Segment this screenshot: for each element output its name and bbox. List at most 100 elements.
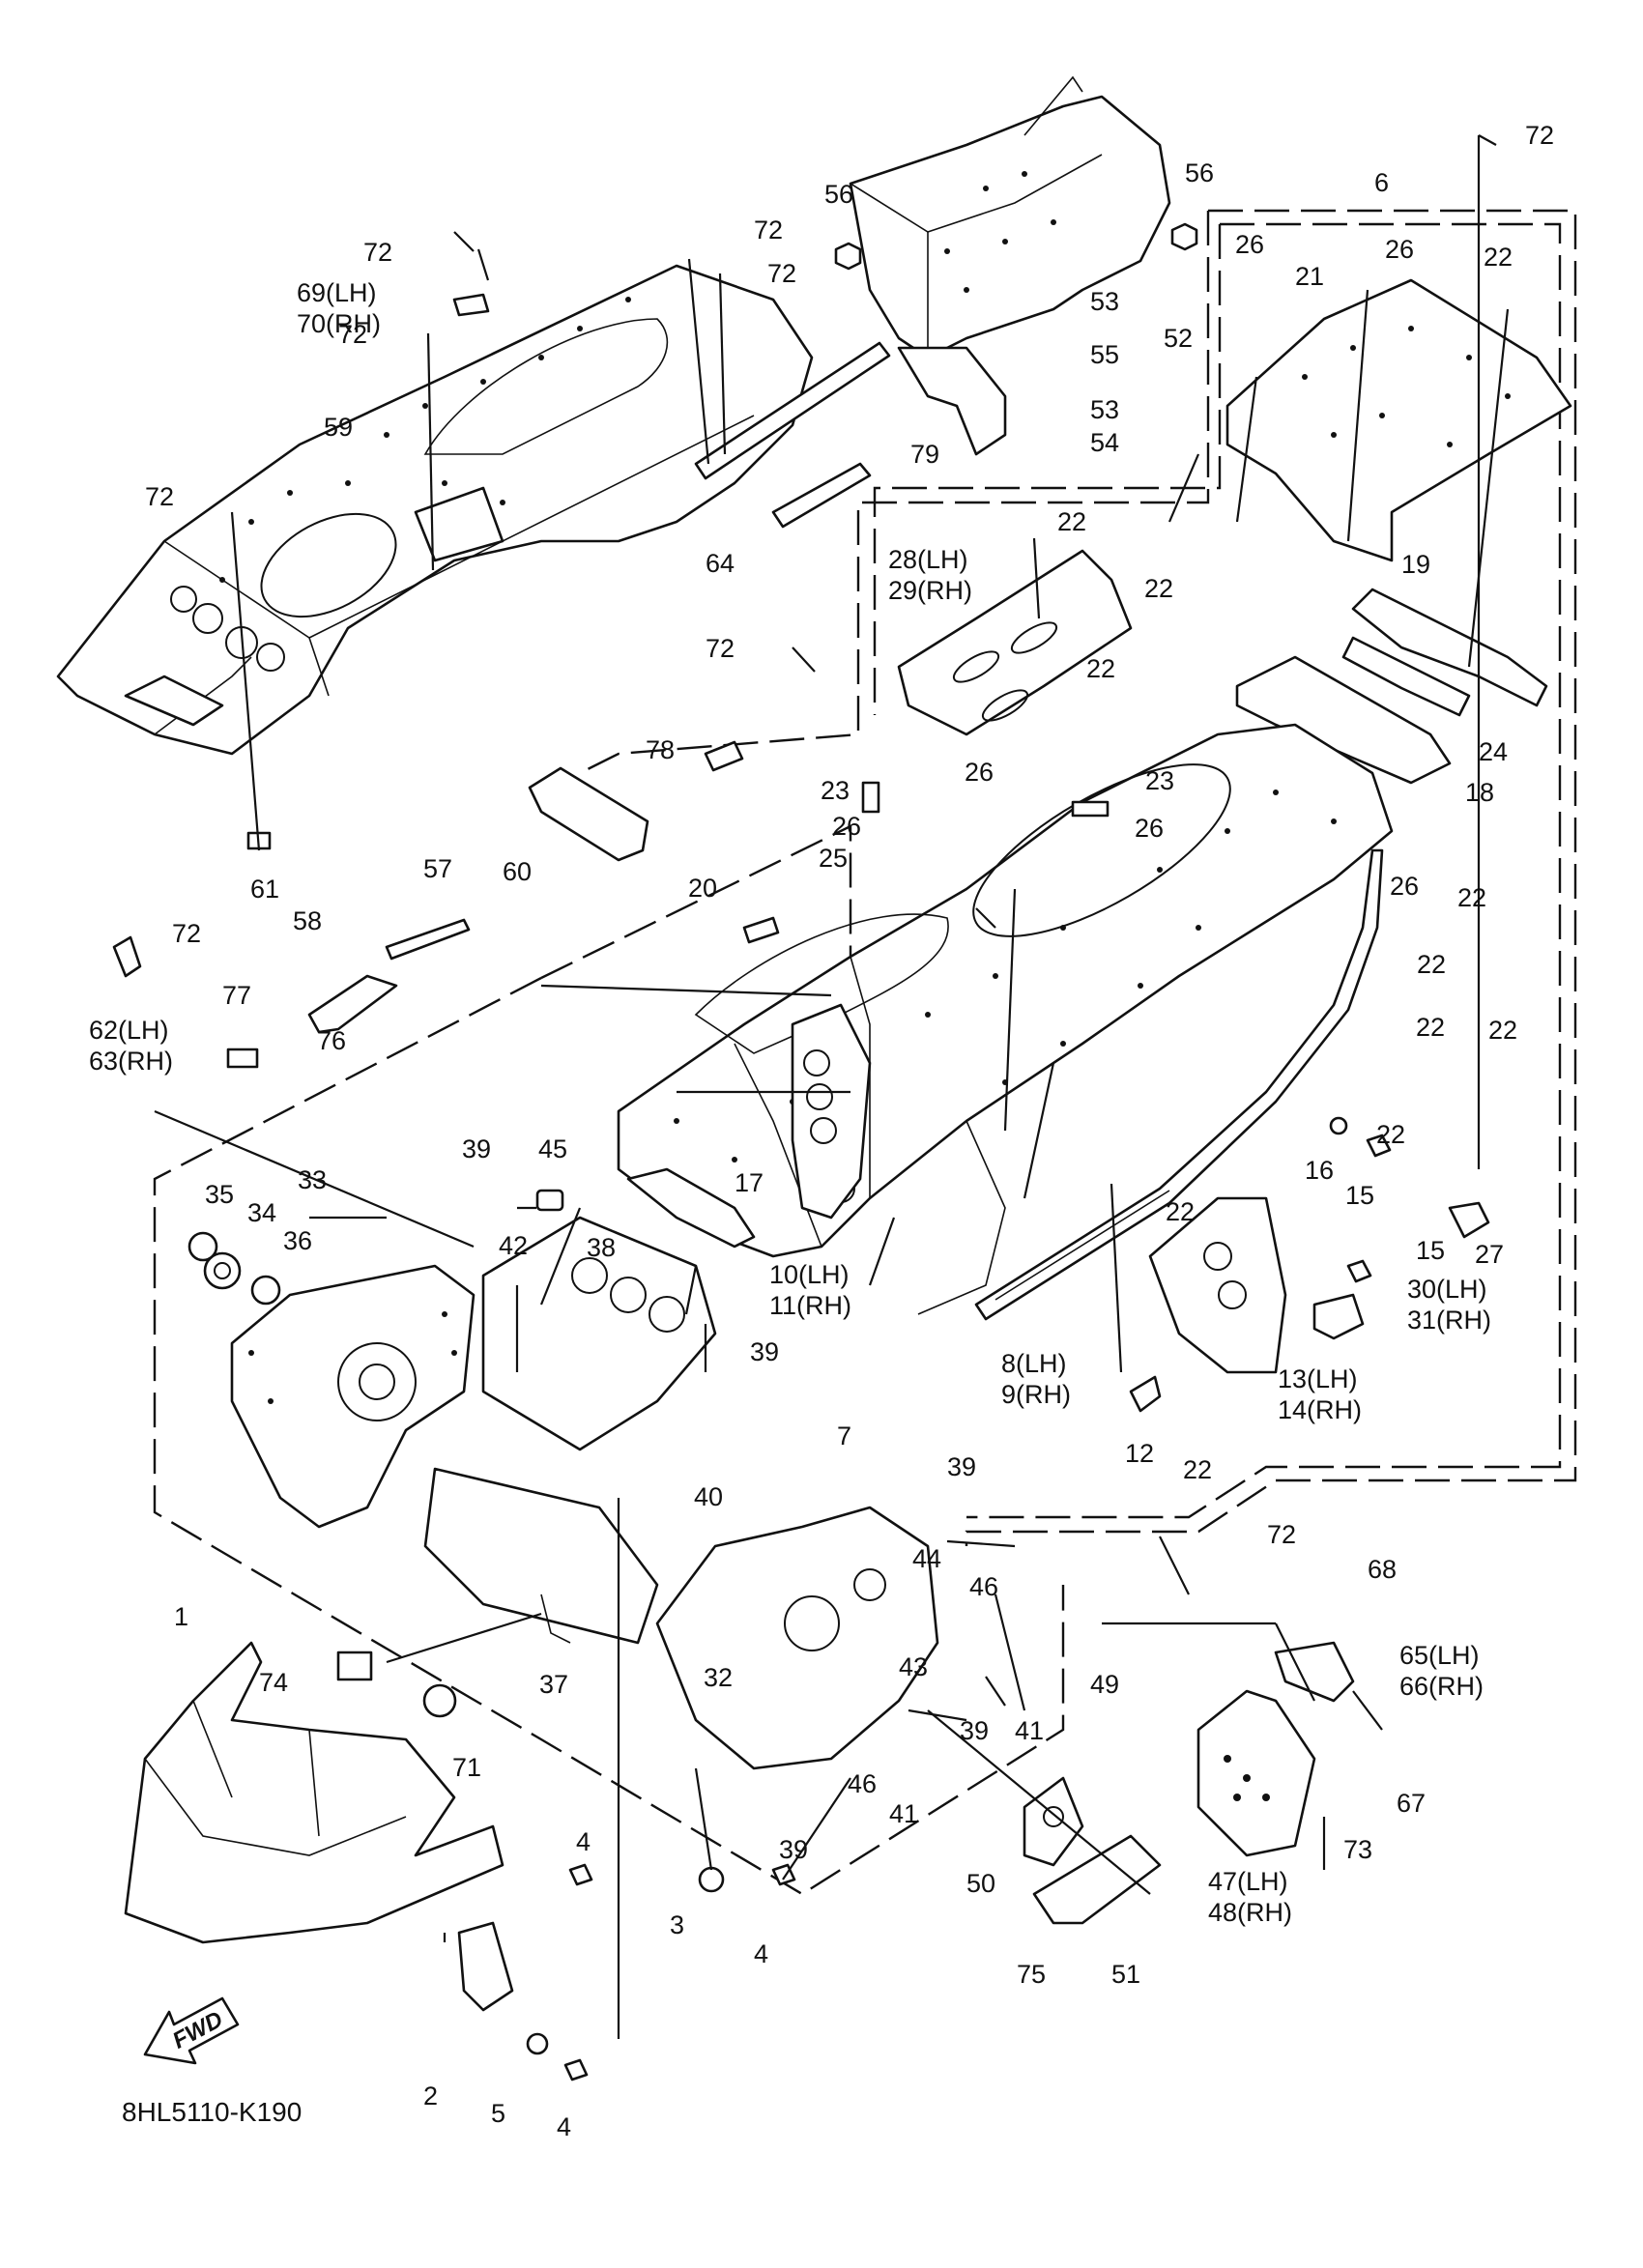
callout-4: 4 xyxy=(576,1827,591,1856)
callout-26: 26 xyxy=(1385,235,1414,264)
callout-40: 40 xyxy=(694,1482,723,1511)
callout-22: 22 xyxy=(1376,1120,1405,1149)
callout-32: 32 xyxy=(704,1663,733,1692)
callout-5: 5 xyxy=(491,2099,505,2128)
callout-72: 72 xyxy=(145,482,174,511)
leader-lines xyxy=(154,134,1510,2039)
callout-37: 37 xyxy=(539,1670,568,1699)
callout-4: 4 xyxy=(557,2112,571,2141)
group-outline-7 xyxy=(153,824,1065,1896)
callout-38: 38 xyxy=(587,1233,616,1262)
grommet-71 xyxy=(422,1683,457,1718)
callout-44: 44 xyxy=(912,1544,941,1573)
callout-59: 59 xyxy=(324,413,353,442)
callout-26: 26 xyxy=(965,758,994,787)
callout-48: 48(RH) xyxy=(1208,1898,1292,1927)
callout-27: 27 xyxy=(1475,1240,1504,1269)
callout-11: 11(RH) xyxy=(769,1291,851,1320)
callout-26: 26 xyxy=(1390,872,1419,901)
bracket-18 xyxy=(1235,655,1452,785)
bolt-15a xyxy=(1366,1134,1392,1158)
callout-22: 22 xyxy=(1086,654,1115,683)
callout-69: 69(LH) xyxy=(297,278,377,307)
callout-50: 50 xyxy=(966,1869,995,1898)
pad-45 xyxy=(535,1189,564,1212)
group-outline-6 xyxy=(579,209,1577,1546)
callout-21: 21 xyxy=(1295,262,1324,291)
callout-65: 65(LH) xyxy=(1399,1641,1480,1670)
bushing-3 xyxy=(698,1866,725,1893)
callout-26: 26 xyxy=(832,812,861,841)
nut-56-left xyxy=(834,242,862,271)
callout-10: 10(LH) xyxy=(769,1260,850,1289)
callout-6: 6 xyxy=(1374,168,1389,197)
washer-16 xyxy=(1329,1116,1348,1135)
decal-78 xyxy=(704,740,744,772)
callout-45: 45 xyxy=(538,1134,567,1163)
callout-8: 8(LH) xyxy=(1001,1349,1067,1378)
nut-56-right xyxy=(1170,222,1198,251)
bracket-59 xyxy=(414,486,504,562)
callout-3: 3 xyxy=(670,1910,684,1939)
callout-26: 26 xyxy=(1135,814,1164,843)
callout-15: 15 xyxy=(1416,1236,1445,1265)
callout-53: 53 xyxy=(1090,287,1119,316)
callout-41: 41 xyxy=(889,1799,918,1828)
callout-53: 53 xyxy=(1090,395,1119,424)
callout-73: 73 xyxy=(1343,1835,1372,1864)
callout-47: 47(LH) xyxy=(1208,1867,1288,1896)
bracket-30-31 xyxy=(1312,1293,1365,1340)
bracket-27 xyxy=(1448,1201,1490,1239)
callout-23: 23 xyxy=(1145,766,1174,795)
rear-flap-assembly xyxy=(849,75,1171,456)
callout-63: 63(RH) xyxy=(89,1047,173,1076)
callout-72: 72 xyxy=(363,238,392,267)
diagram-code: 8HL5110-K190 xyxy=(122,2097,302,2127)
callout-67: 67 xyxy=(1397,1789,1426,1818)
clip-20 xyxy=(742,916,780,944)
callout-22: 22 xyxy=(1183,1455,1212,1484)
callout-2: 2 xyxy=(423,2081,438,2110)
callout-39: 39 xyxy=(462,1134,491,1163)
rail-64 xyxy=(694,341,891,480)
callout-61: 61 xyxy=(250,875,279,904)
callout-66: 66(RH) xyxy=(1399,1672,1484,1701)
callout-15: 15 xyxy=(1345,1181,1374,1210)
callout-1: 1 xyxy=(174,1602,188,1631)
callout-25: 25 xyxy=(819,844,848,873)
bracket-69-70 xyxy=(452,293,490,317)
callout-79: 79 xyxy=(910,440,939,469)
callout-56: 56 xyxy=(1185,158,1214,187)
front-plate-33 xyxy=(230,1264,476,1529)
fwd-arrow-icon: FWD xyxy=(143,1996,240,2065)
callouts: 1 2 3 4 4 4 5 6 7 8(LH) 9(RH) 10(LH) 11(… xyxy=(89,121,1554,2141)
callout-17: 17 xyxy=(735,1168,764,1197)
callout-26: 26 xyxy=(1235,230,1264,259)
bracket-62-63 xyxy=(112,935,142,978)
callout-12: 12 xyxy=(1125,1439,1154,1468)
callout-23: 23 xyxy=(821,776,850,805)
callout-60: 60 xyxy=(503,857,532,886)
side-plate-13-14 xyxy=(1148,1196,1287,1374)
bracket-24 xyxy=(1341,636,1471,717)
callout-39: 39 xyxy=(947,1452,976,1481)
callout-36: 36 xyxy=(283,1226,312,1255)
plate-28-29 xyxy=(897,549,1133,736)
bracket-47-48 xyxy=(1196,1689,1316,1857)
callout-28: 28(LH) xyxy=(888,545,968,574)
callout-46: 46 xyxy=(848,1769,877,1798)
bolt-4c xyxy=(563,2058,589,2081)
bolt-15b xyxy=(1346,1259,1372,1283)
callout-35: 35 xyxy=(205,1180,234,1209)
washer-5 xyxy=(526,2032,549,2055)
callout-57: 57 xyxy=(423,854,452,883)
callout-42: 42 xyxy=(499,1231,528,1260)
part-77 xyxy=(226,1048,259,1069)
rear-plate-21 xyxy=(1225,278,1572,562)
callout-7: 7 xyxy=(837,1421,851,1450)
chaincase-plate-32 xyxy=(655,1506,939,1770)
callout-22: 22 xyxy=(1417,950,1446,979)
callout-20: 20 xyxy=(688,874,717,903)
callout-49: 49 xyxy=(1090,1670,1119,1699)
collar-36 xyxy=(250,1275,281,1306)
